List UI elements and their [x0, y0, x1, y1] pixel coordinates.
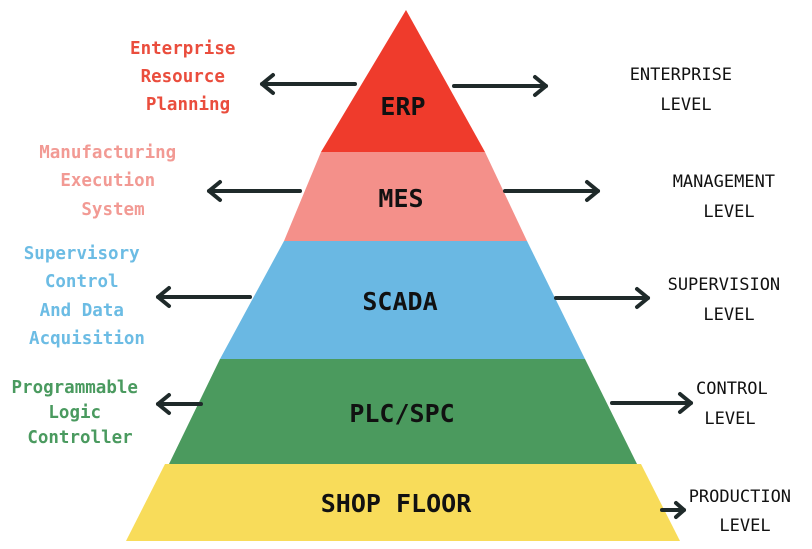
desc-mes: Manufacturing Execution System: [39, 143, 187, 220]
desc-mes-line-1: Manufacturing: [39, 143, 176, 163]
level-enterprise: ENTERPRISE LEVEL: [630, 65, 743, 115]
arrow-right-shop-floor: [660, 501, 686, 519]
desc-mes-line-2: Execution: [60, 171, 155, 191]
desc-scada-line-3: And Data: [40, 301, 124, 321]
desc-scada-line-4: Acquisition: [29, 329, 145, 349]
arrow-right-scada: [554, 287, 650, 309]
desc-erp-line-2: Resource: [141, 67, 225, 87]
desc-scada-line-2: Control: [45, 272, 119, 292]
desc-mes-line-3: System: [81, 200, 144, 220]
level-management: MANAGEMENT LEVEL: [673, 172, 786, 222]
tier-labels: ERP MES SCADA PLC/SPC SHOP FLOOR: [321, 92, 472, 518]
level-supervision-line-2: LEVEL: [703, 305, 754, 325]
desc-scada: Supervisory Control And Data Acquisition: [24, 244, 150, 349]
desc-erp-line-1: Enterprise: [130, 39, 235, 59]
tier-mes-label: MES: [378, 184, 423, 213]
tier-scada-label: SCADA: [362, 287, 437, 316]
right-arrows: [452, 75, 693, 519]
level-production-line-2: LEVEL: [719, 516, 770, 536]
desc-erp: Enterprise Resource Planning: [130, 39, 246, 115]
tier-erp-band: [321, 10, 485, 152]
arrow-right-mes: [503, 180, 600, 202]
level-control: CONTROL LEVEL: [696, 379, 778, 429]
desc-plc-line-2: Logic: [48, 403, 101, 423]
level-control-line-1: CONTROL: [696, 379, 768, 399]
arrow-right-erp: [452, 75, 548, 97]
desc-plc: Programmable Logic Controller: [12, 378, 149, 448]
level-supervision-line-1: SUPERVISION: [668, 275, 781, 295]
level-enterprise-line-2: LEVEL: [660, 95, 711, 115]
tier-plc-label: PLC/SPC: [349, 399, 454, 428]
tier-shop-floor-band: [126, 464, 680, 541]
tier-shop-floor-label: SHOP FLOOR: [321, 489, 472, 518]
desc-plc-line-1: Programmable: [12, 378, 138, 398]
left-descriptions: Enterprise Resource Planning Manufacturi…: [12, 39, 246, 448]
tier-scada-band: [220, 241, 585, 359]
arrow-left-scada: [156, 286, 252, 308]
arrow-right-plc: [610, 392, 693, 414]
arrow-left-mes: [207, 180, 302, 202]
level-production-line-1: PRODUCTION: [689, 487, 791, 507]
tier-plc-band: [169, 359, 637, 464]
right-levels: ENTERPRISE LEVEL MANAGEMENT LEVEL SUPERV…: [630, 65, 802, 536]
arrow-left-erp: [260, 73, 357, 95]
level-supervision: SUPERVISION LEVEL: [668, 275, 791, 325]
level-enterprise-line-1: ENTERPRISE: [630, 65, 732, 85]
level-production: PRODUCTION LEVEL: [689, 487, 802, 536]
tier-erp-label: ERP: [380, 92, 425, 121]
level-control-line-2: LEVEL: [704, 409, 755, 429]
desc-plc-line-3: Controller: [27, 428, 132, 448]
desc-erp-line-3: Planning: [146, 95, 230, 115]
level-management-line-1: MANAGEMENT: [673, 172, 775, 192]
level-management-line-2: LEVEL: [703, 202, 754, 222]
desc-scada-line-1: Supervisory: [24, 244, 140, 264]
tier-mes-band: [284, 152, 527, 241]
arrow-left-plc: [156, 393, 203, 415]
left-arrows: [156, 73, 357, 415]
pyramid: [126, 10, 680, 541]
